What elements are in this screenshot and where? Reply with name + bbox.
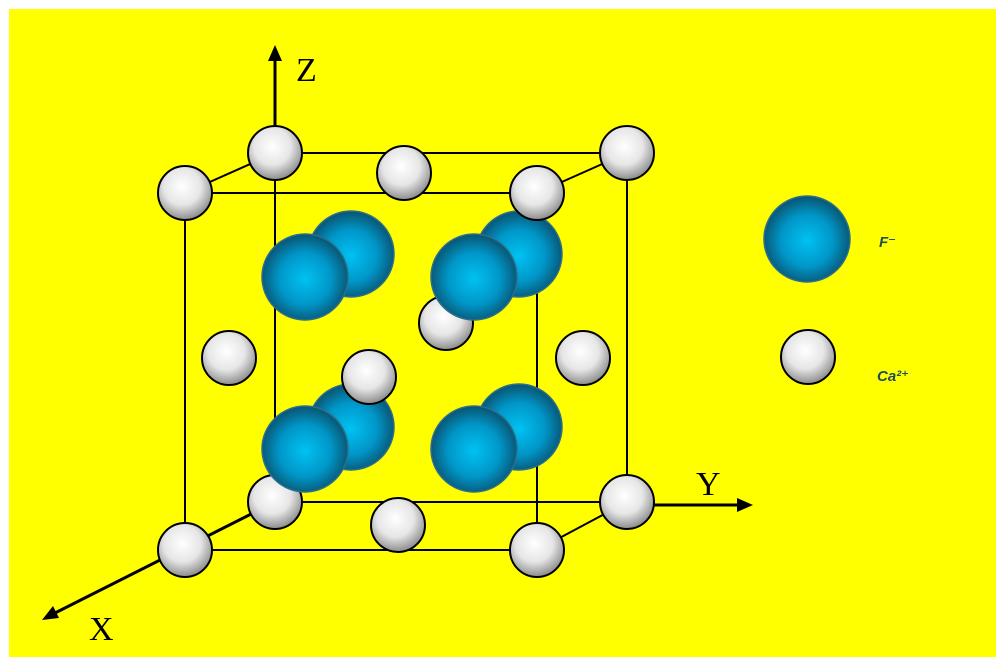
ca-atom-left-face-center [201,330,257,386]
z-axis-label: Z [296,52,317,89]
y-axis-arrowhead [737,498,753,512]
ca-atom-back-top-right [599,125,655,181]
ca-atom-right-face-center [555,330,611,386]
ca-atom-back-bottom-right [599,474,655,530]
legend-calcium-label: Ca²⁺ [877,368,909,385]
diagram-panel: Z Y X F⁻ Ca²⁺ [9,9,996,657]
y-axis-label: Y [696,466,721,503]
ca-atom-front-bottom-right [509,522,565,578]
ca-atom-back-top-left [247,125,303,181]
x-axis-label: X [89,611,114,648]
f-ion-front-lower-right [430,405,518,493]
ca-atom-front-top-right [509,165,565,221]
labels-layer: Z Y X F⁻ Ca²⁺ [89,52,909,648]
atoms-layer [157,125,851,578]
f-ion-front-upper-left [261,233,349,321]
legend-fluoride-label: F⁻ [879,234,896,251]
ca-atom-cell-center [341,349,397,405]
fluorite-unit-cell-diagram: Z Y X F⁻ Ca²⁺ [9,9,996,657]
x-axis-arrowhead [42,606,59,620]
ca-atom-front-top-left [157,165,213,221]
ca-atom-front-bottom-left [157,522,213,578]
background [9,9,996,657]
legend-fluoride-icon [763,195,851,283]
ca-atom-top-face-center [376,145,432,201]
legend-calcium-icon [780,329,836,385]
f-ion-front-upper-right [430,233,518,321]
ca-atom-bottom-face-center [370,497,426,553]
z-axis-arrowhead [268,45,282,61]
f-ion-front-lower-left [261,405,349,493]
